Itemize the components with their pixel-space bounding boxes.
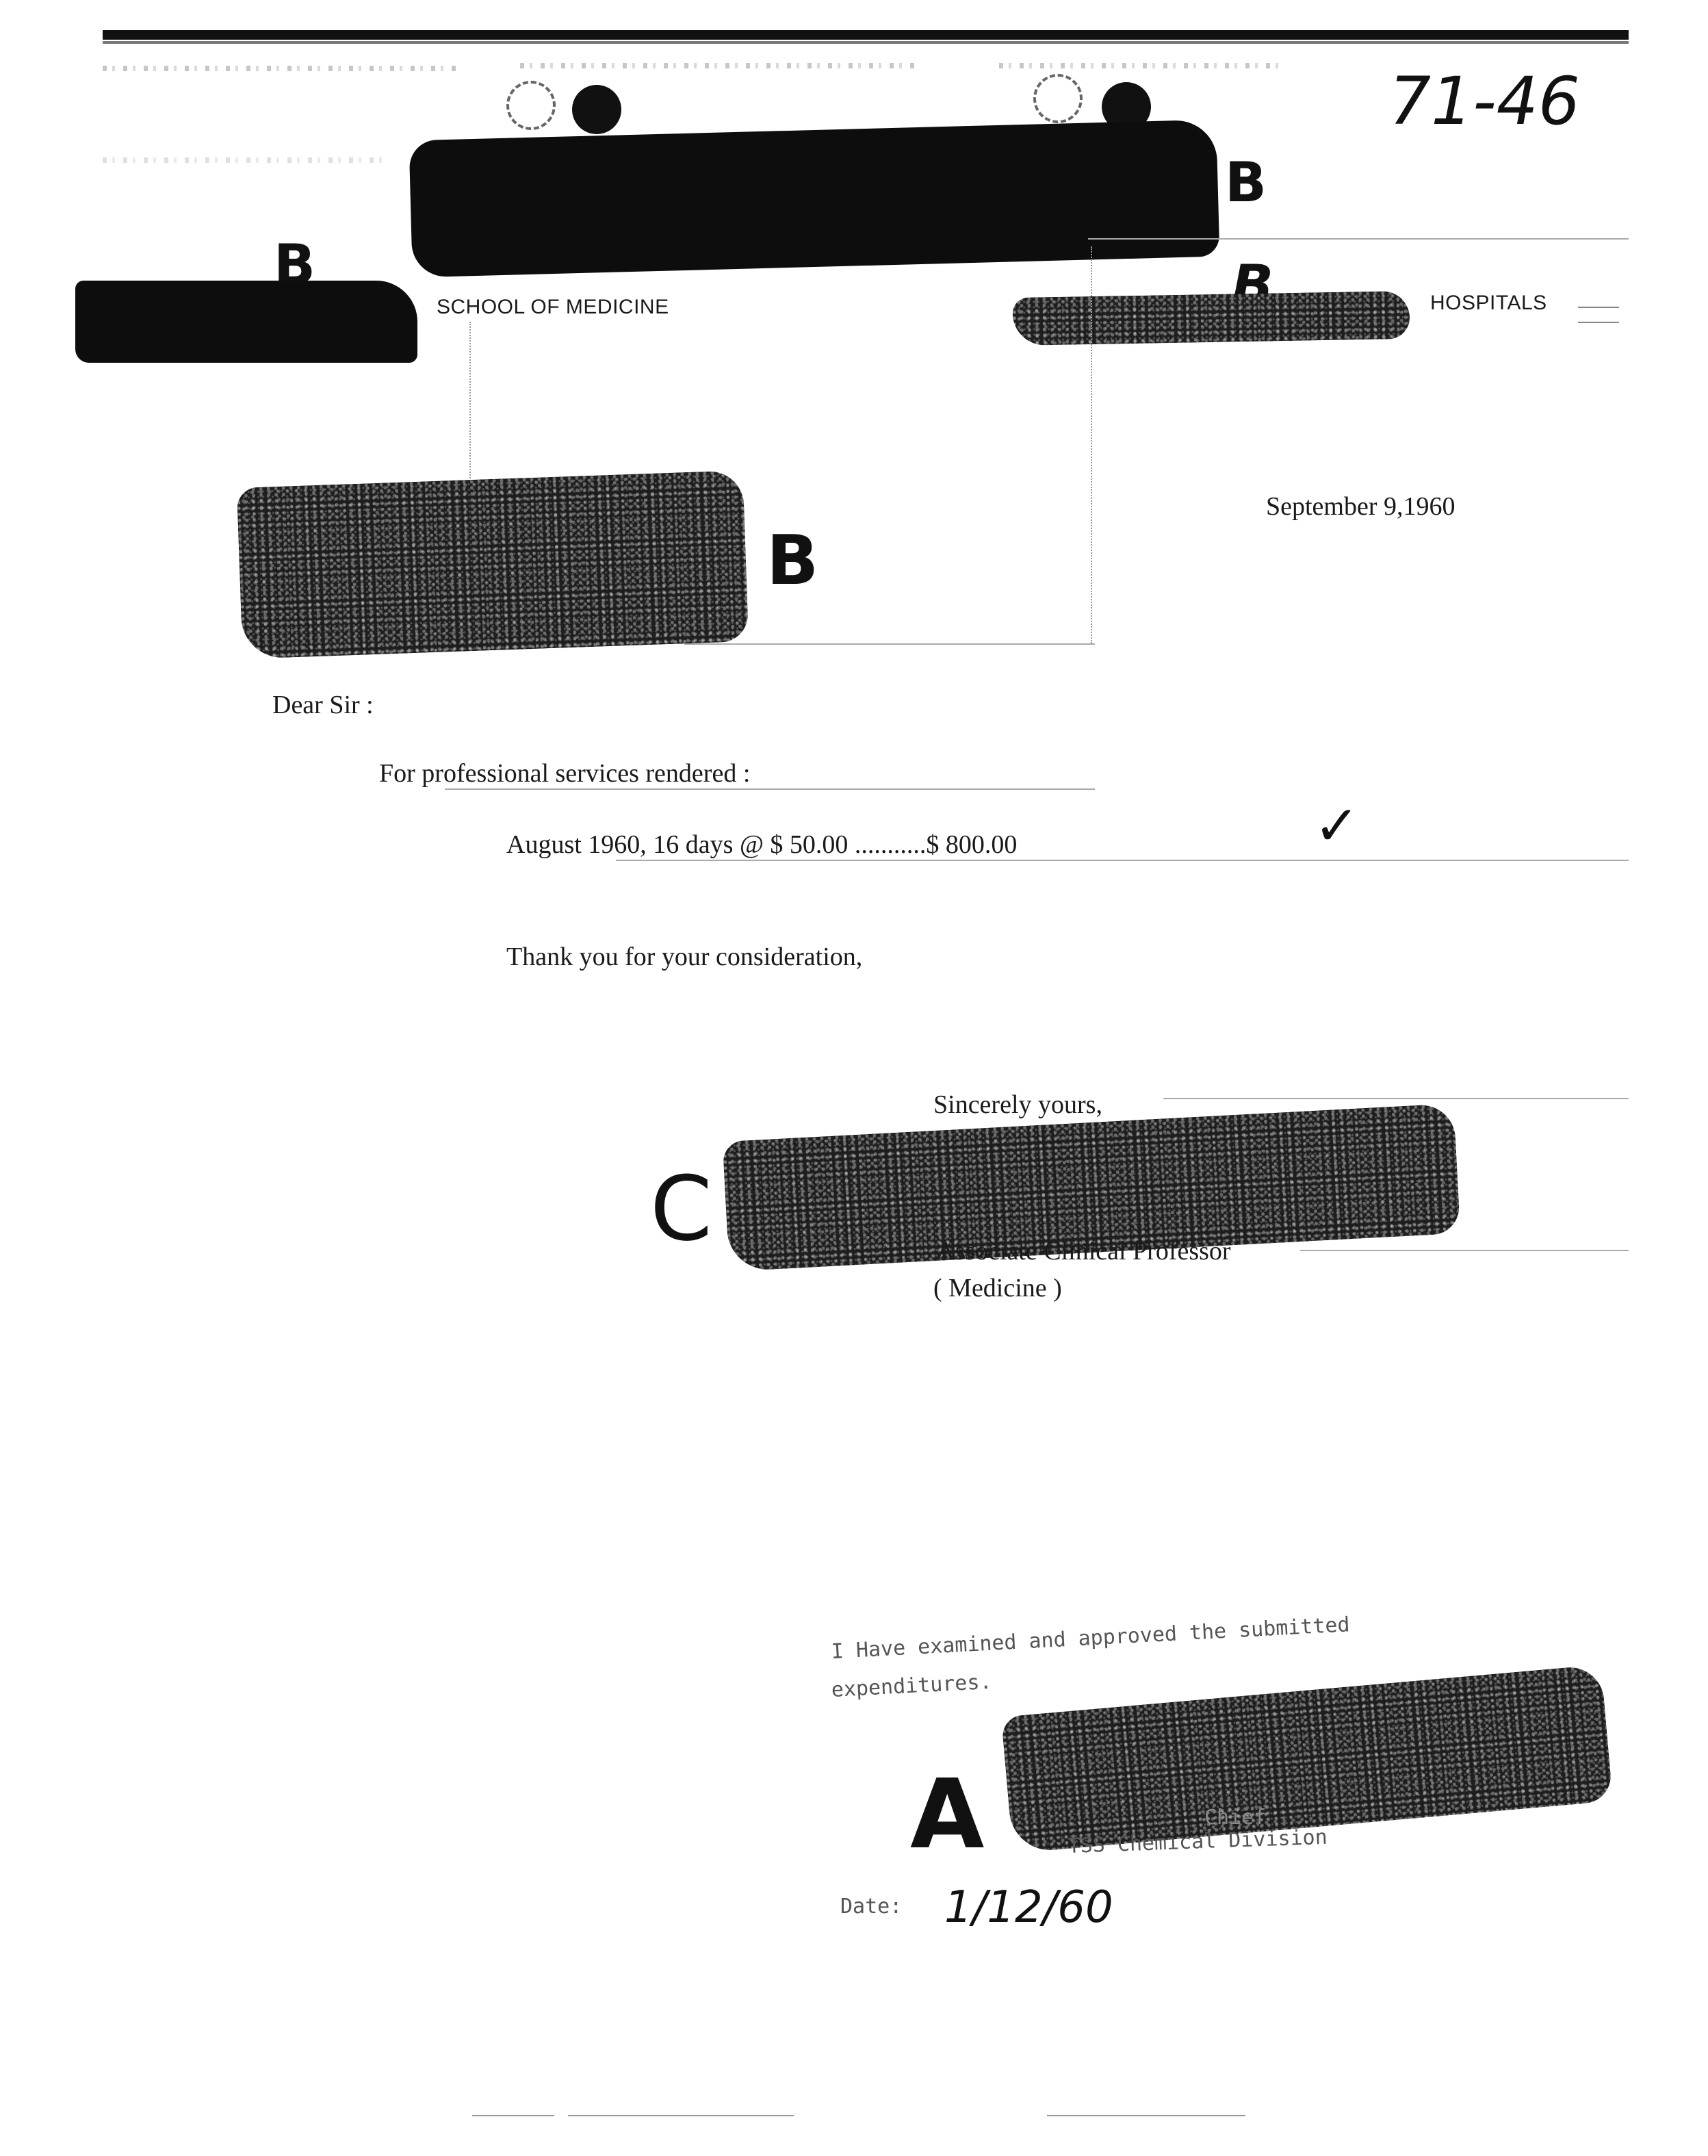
approval-date-label: Date: bbox=[840, 1895, 903, 1918]
approval-statement-cont: expenditures. bbox=[831, 1669, 993, 1702]
letterhead-school: SCHOOL OF MEDICINE bbox=[437, 296, 669, 318]
hole-punch-mark bbox=[506, 81, 556, 130]
scan-noise bbox=[999, 63, 1286, 68]
salutation: Dear Sir : bbox=[272, 691, 374, 719]
check-mark: ✓ bbox=[1314, 794, 1360, 858]
approval-statement: I Have examined and approved the submitt… bbox=[831, 1613, 1351, 1664]
approver-title: Chief bbox=[1204, 1806, 1267, 1830]
letterhead-hospitals: HOSPITALS bbox=[1430, 292, 1547, 314]
scan-line bbox=[616, 860, 1629, 861]
redaction-code: C bbox=[650, 1157, 712, 1261]
scan-line bbox=[1578, 322, 1619, 323]
scan-line bbox=[1163, 1098, 1629, 1099]
file-number: 71-46 bbox=[1389, 63, 1580, 140]
scan-noise bbox=[520, 63, 917, 68]
redaction-code: B bbox=[1225, 151, 1267, 214]
scan-noise bbox=[103, 66, 458, 71]
redaction-approver bbox=[1000, 1665, 1614, 1853]
closing: Sincerely yours, bbox=[933, 1090, 1102, 1119]
scan-line bbox=[1578, 307, 1619, 308]
letter-date: September 9,1960 bbox=[1266, 492, 1455, 521]
redaction-hospital-name bbox=[1012, 290, 1410, 346]
scan-guide bbox=[1091, 246, 1092, 643]
scan-line bbox=[1300, 1250, 1629, 1251]
scan-line bbox=[445, 788, 1095, 790]
thanks-line: Thank you for your consideration, bbox=[506, 942, 863, 971]
scan-line bbox=[1047, 2115, 1245, 2116]
scan-line bbox=[1088, 238, 1629, 240]
scan-guide bbox=[469, 322, 471, 609]
redaction-university bbox=[75, 281, 417, 363]
redaction-code: B bbox=[766, 520, 819, 600]
signer-title: Associate Clinical Professor bbox=[936, 1237, 1231, 1266]
hole-punch-mark bbox=[1033, 74, 1083, 123]
scan-line bbox=[472, 2115, 554, 2116]
approval-date: 1/12/60 bbox=[944, 1882, 1113, 1933]
services-intro: For professional services rendered : bbox=[379, 759, 751, 788]
redaction-letterhead bbox=[409, 119, 1220, 278]
redaction-addressee bbox=[236, 470, 749, 659]
scan-noise bbox=[103, 157, 390, 163]
scan-top-edge-shadow bbox=[103, 41, 1629, 44]
scan-line bbox=[684, 643, 1095, 645]
scan-top-edge bbox=[103, 30, 1629, 40]
hole-punch-mark bbox=[572, 85, 621, 134]
signer-department: ( Medicine ) bbox=[933, 1274, 1062, 1302]
redaction-code: A bbox=[910, 1759, 985, 1871]
line-item: August 1960, 16 days @ $ 50.00 .........… bbox=[506, 830, 1018, 859]
scan-line bbox=[568, 2115, 794, 2116]
